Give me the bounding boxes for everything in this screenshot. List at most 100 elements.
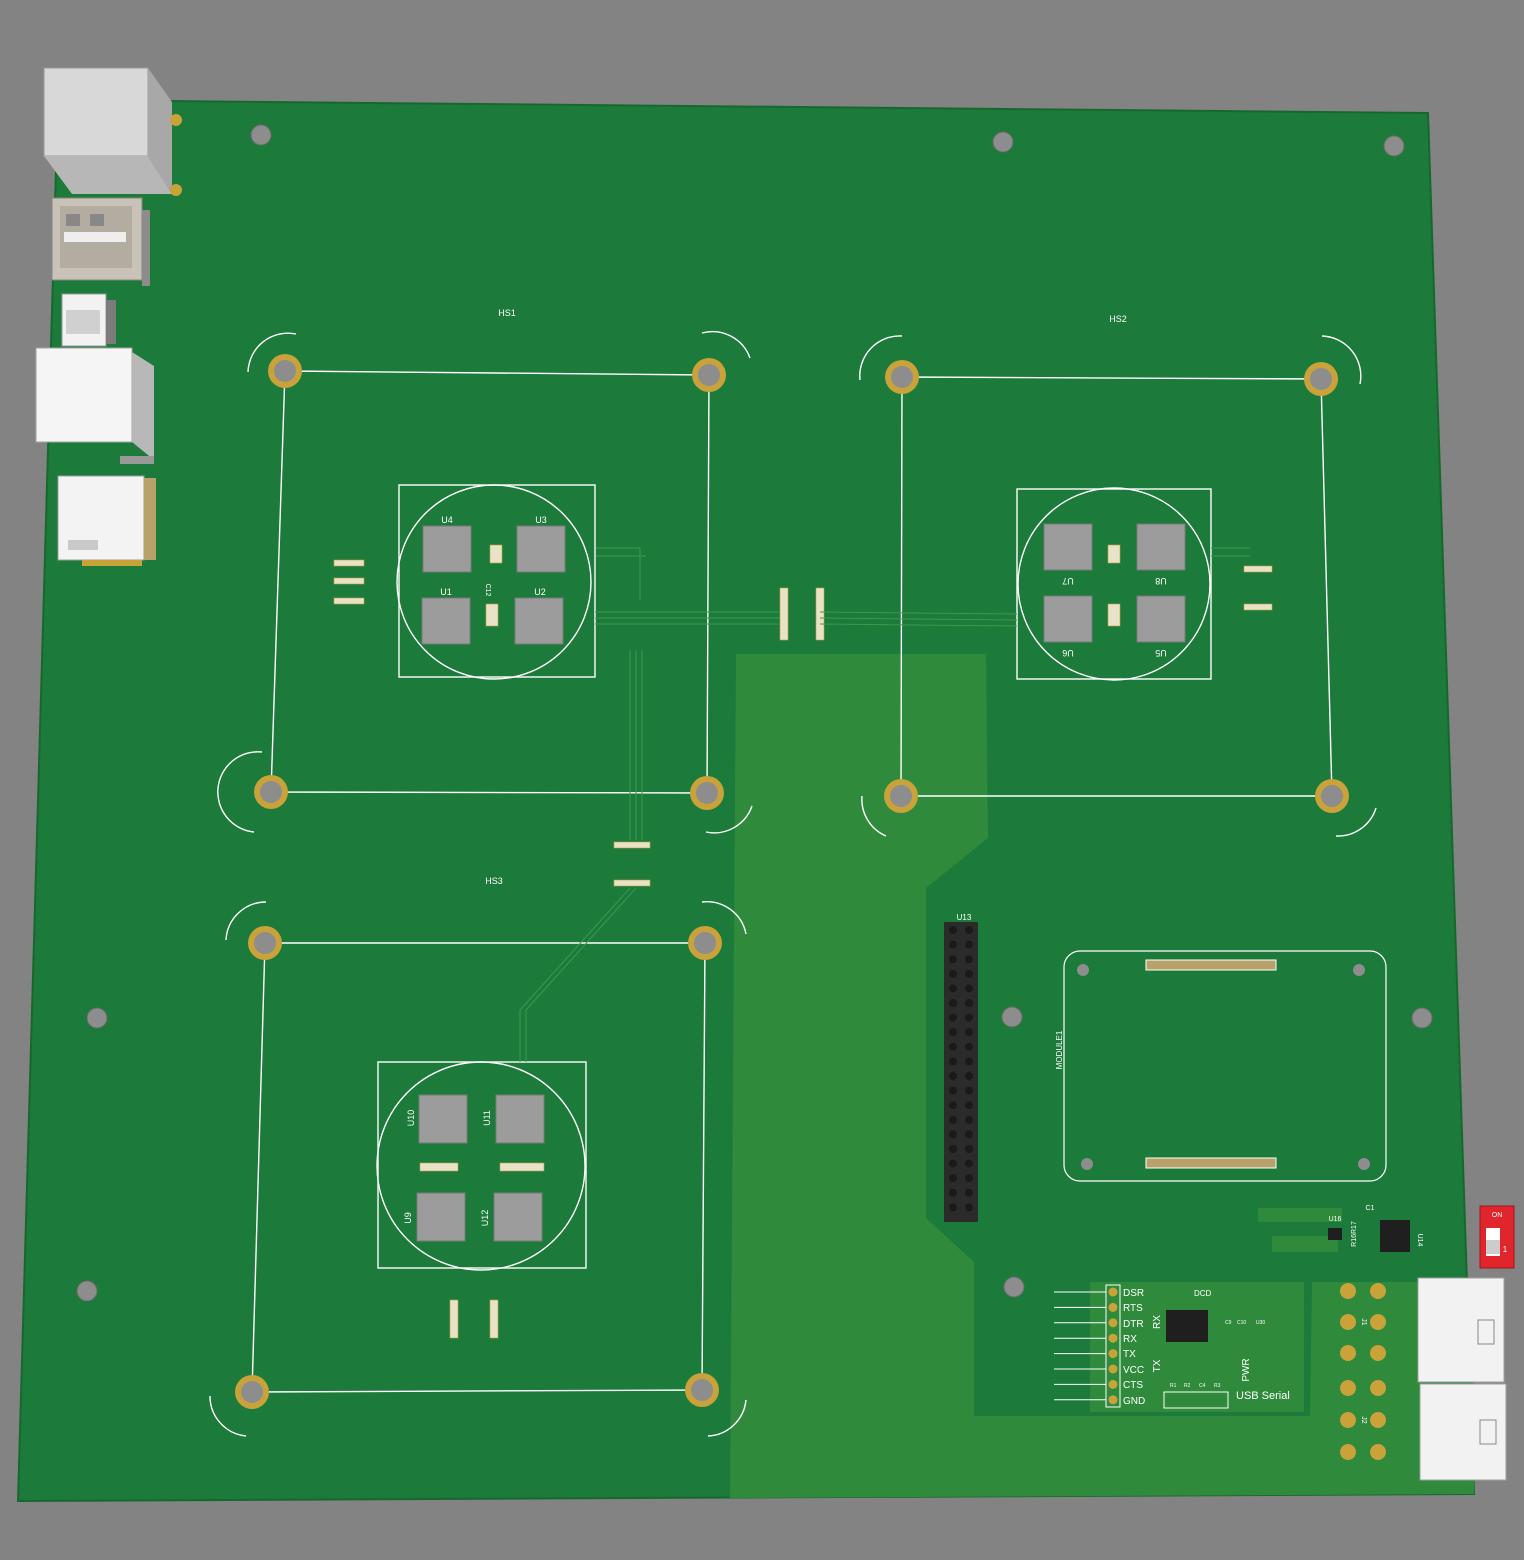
usb-serial-pin-rx: RX [1123,1334,1137,1345]
header-pin [949,1057,957,1066]
header-pin [949,1028,957,1037]
label-j1: J1 [1360,1318,1367,1326]
usb-serial-pin-cts: CTS [1123,1380,1143,1391]
label-u1: U1 [440,587,452,597]
usb-serial-r2: R2 [1184,1383,1191,1389]
header-pin [965,1174,973,1183]
usb-serial-u30: U30 [1256,1320,1265,1326]
header-pin [949,1203,957,1212]
serial-pin [1108,1364,1118,1374]
copper-pour-strip [1258,1208,1342,1222]
module1-holes [1077,964,1370,1170]
module1-outline [1063,950,1387,1182]
header-pin [949,1013,957,1022]
usb-serial-pwr-led: PWR [1241,1358,1252,1381]
label-u10: U10 [406,1110,416,1127]
dual-usb-port-icon [35,347,154,464]
copper-pour-strip-2 [1272,1236,1338,1252]
ethernet-jack-icon [43,67,182,196]
j2-connector [1419,1383,1507,1481]
label-u3: U3 [535,515,547,525]
header-pin [965,926,973,934]
header-pin [965,1072,973,1080]
usb-serial-title: USB Serial [1236,1390,1290,1402]
usb-serial-c10: C10 [1237,1320,1246,1326]
header-pin [949,984,957,993]
serial-pin [1108,1349,1118,1359]
chips [416,523,1186,1242]
usb-serial-pin-gnd: GND [1123,1396,1145,1407]
serial-pin [1108,1318,1118,1328]
usb-serial-r3: R3 [1214,1383,1221,1389]
header-pin [949,955,957,964]
micro-sd-slot-icon [57,475,156,566]
serial-pin [1108,1302,1118,1312]
label-r16r17: R16R17 [1351,1221,1358,1247]
header-pin [949,940,957,949]
header-pin [965,1115,973,1124]
u14-chip [1380,1220,1410,1252]
serial-pin [1108,1395,1118,1405]
mounting-holes [76,124,1433,1302]
header-pin [949,926,957,934]
label-u2: U2 [534,587,546,597]
header-pin [965,955,973,964]
label-hs3: HS3 [485,876,503,886]
label-c12: C12 [484,584,491,597]
label-u4: U4 [441,515,453,525]
label-c1: C1 [1366,1205,1375,1212]
serial-pin [1108,1379,1118,1389]
u13-pins [949,926,973,1212]
header-pin [965,1042,973,1051]
label-u7: U7 [1062,576,1074,586]
usb-serial-pin-dsr: DSR [1123,1288,1144,1299]
header-pin [965,940,973,949]
usb-serial-module [1090,1282,1304,1412]
label-u5: U5 [1155,648,1167,658]
usb-serial-pin-rts: RTS [1123,1303,1143,1314]
header-pin [949,1174,957,1183]
dip-switch-on: ON [1492,1212,1503,1219]
header-pin [965,1145,973,1153]
header-pin [965,1057,973,1066]
usb-serial-pin-tx: TX [1123,1349,1136,1360]
label-u9: U9 [403,1212,413,1224]
serial-pin [1108,1287,1118,1297]
header-pin [949,1188,957,1197]
label-u16: U16 [1329,1216,1342,1223]
header-pin [949,999,957,1007]
usb-serial-pin-dtr: DTR [1123,1319,1144,1330]
header-pin [965,1028,973,1037]
label-u13: U13 [957,913,972,922]
usb-serial-header-pins [1054,1287,1118,1405]
usb-a-port-icon [51,197,150,286]
dip-switch-position: 1 [1503,1245,1508,1254]
label-u6: U6 [1062,648,1074,658]
header-pin [949,1072,957,1080]
label-hs2: HS2 [1109,314,1127,324]
u13-pin-header [944,922,978,1222]
header-pin [949,1042,957,1051]
connector-pads [1340,1283,1386,1460]
passive-arrays [333,544,1273,1339]
traces [519,547,1250,1062]
usb-serial-c9: C9 [1225,1320,1232,1326]
label-hs1: HS1 [498,308,516,318]
label-u12: U12 [480,1210,490,1227]
header-pin [949,1115,957,1124]
usb-serial-c4: C4 [1199,1383,1206,1389]
header-pin [965,1130,973,1139]
usb-serial-rx-led: RX [1152,1315,1163,1329]
usb-serial-r1: R1 [1170,1383,1177,1389]
header-pin [949,1159,957,1168]
u16-chip [1328,1228,1342,1240]
j1-connector [1417,1277,1505,1383]
header-pin [949,969,957,978]
header-pin [949,1145,957,1153]
label-j2: J2 [1360,1416,1367,1424]
header-pin [949,1101,957,1110]
usb-serial-dcd: DCD [1194,1289,1212,1298]
header-pin [965,1203,973,1212]
serial-pin [1108,1333,1118,1343]
